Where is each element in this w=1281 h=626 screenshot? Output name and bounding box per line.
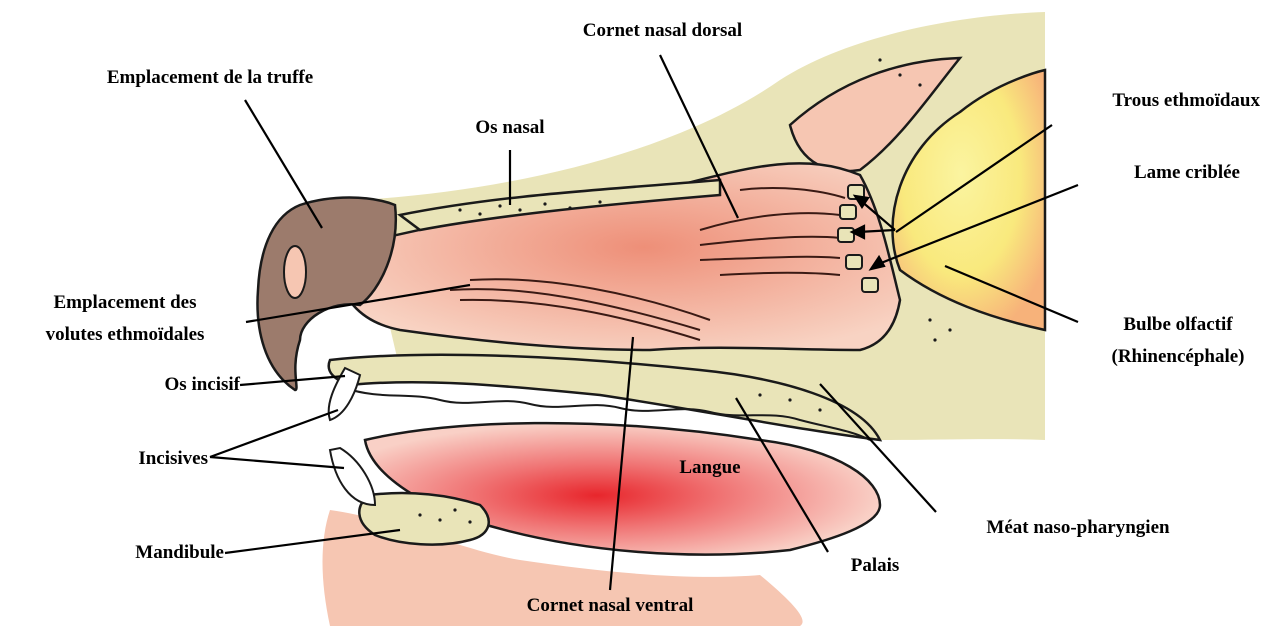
label-volutes-1: Emplacement des (0, 290, 250, 315)
label-truffe: Emplacement de la truffe (60, 65, 360, 90)
label-cornet-dorsal: Cornet nasal dorsal (540, 18, 785, 43)
label-incisives: Incisives (60, 446, 208, 471)
label-bulbe-1: Bulbe olfactif (1075, 312, 1281, 337)
mandible-bone (359, 493, 488, 545)
label-mandibule: Mandibule (40, 540, 224, 565)
lower-incisor (330, 448, 375, 505)
label-lame-criblee: Lame criblée (1040, 160, 1240, 185)
label-langue: Langue (655, 455, 765, 480)
label-trous-ethmoidaux: Trous ethmoïdaux (1020, 88, 1260, 113)
label-meat: Méat naso-pharyngien (938, 515, 1218, 540)
label-palais: Palais (820, 553, 930, 578)
label-bulbe-2: (Rhinencéphale) (1075, 344, 1281, 369)
label-os-nasal: Os nasal (440, 115, 580, 140)
label-os-incisif: Os incisif (60, 372, 240, 397)
label-volutes-2: volutes ethmoïdales (0, 322, 250, 347)
label-cornet-ventral: Cornet nasal ventral (480, 593, 740, 618)
